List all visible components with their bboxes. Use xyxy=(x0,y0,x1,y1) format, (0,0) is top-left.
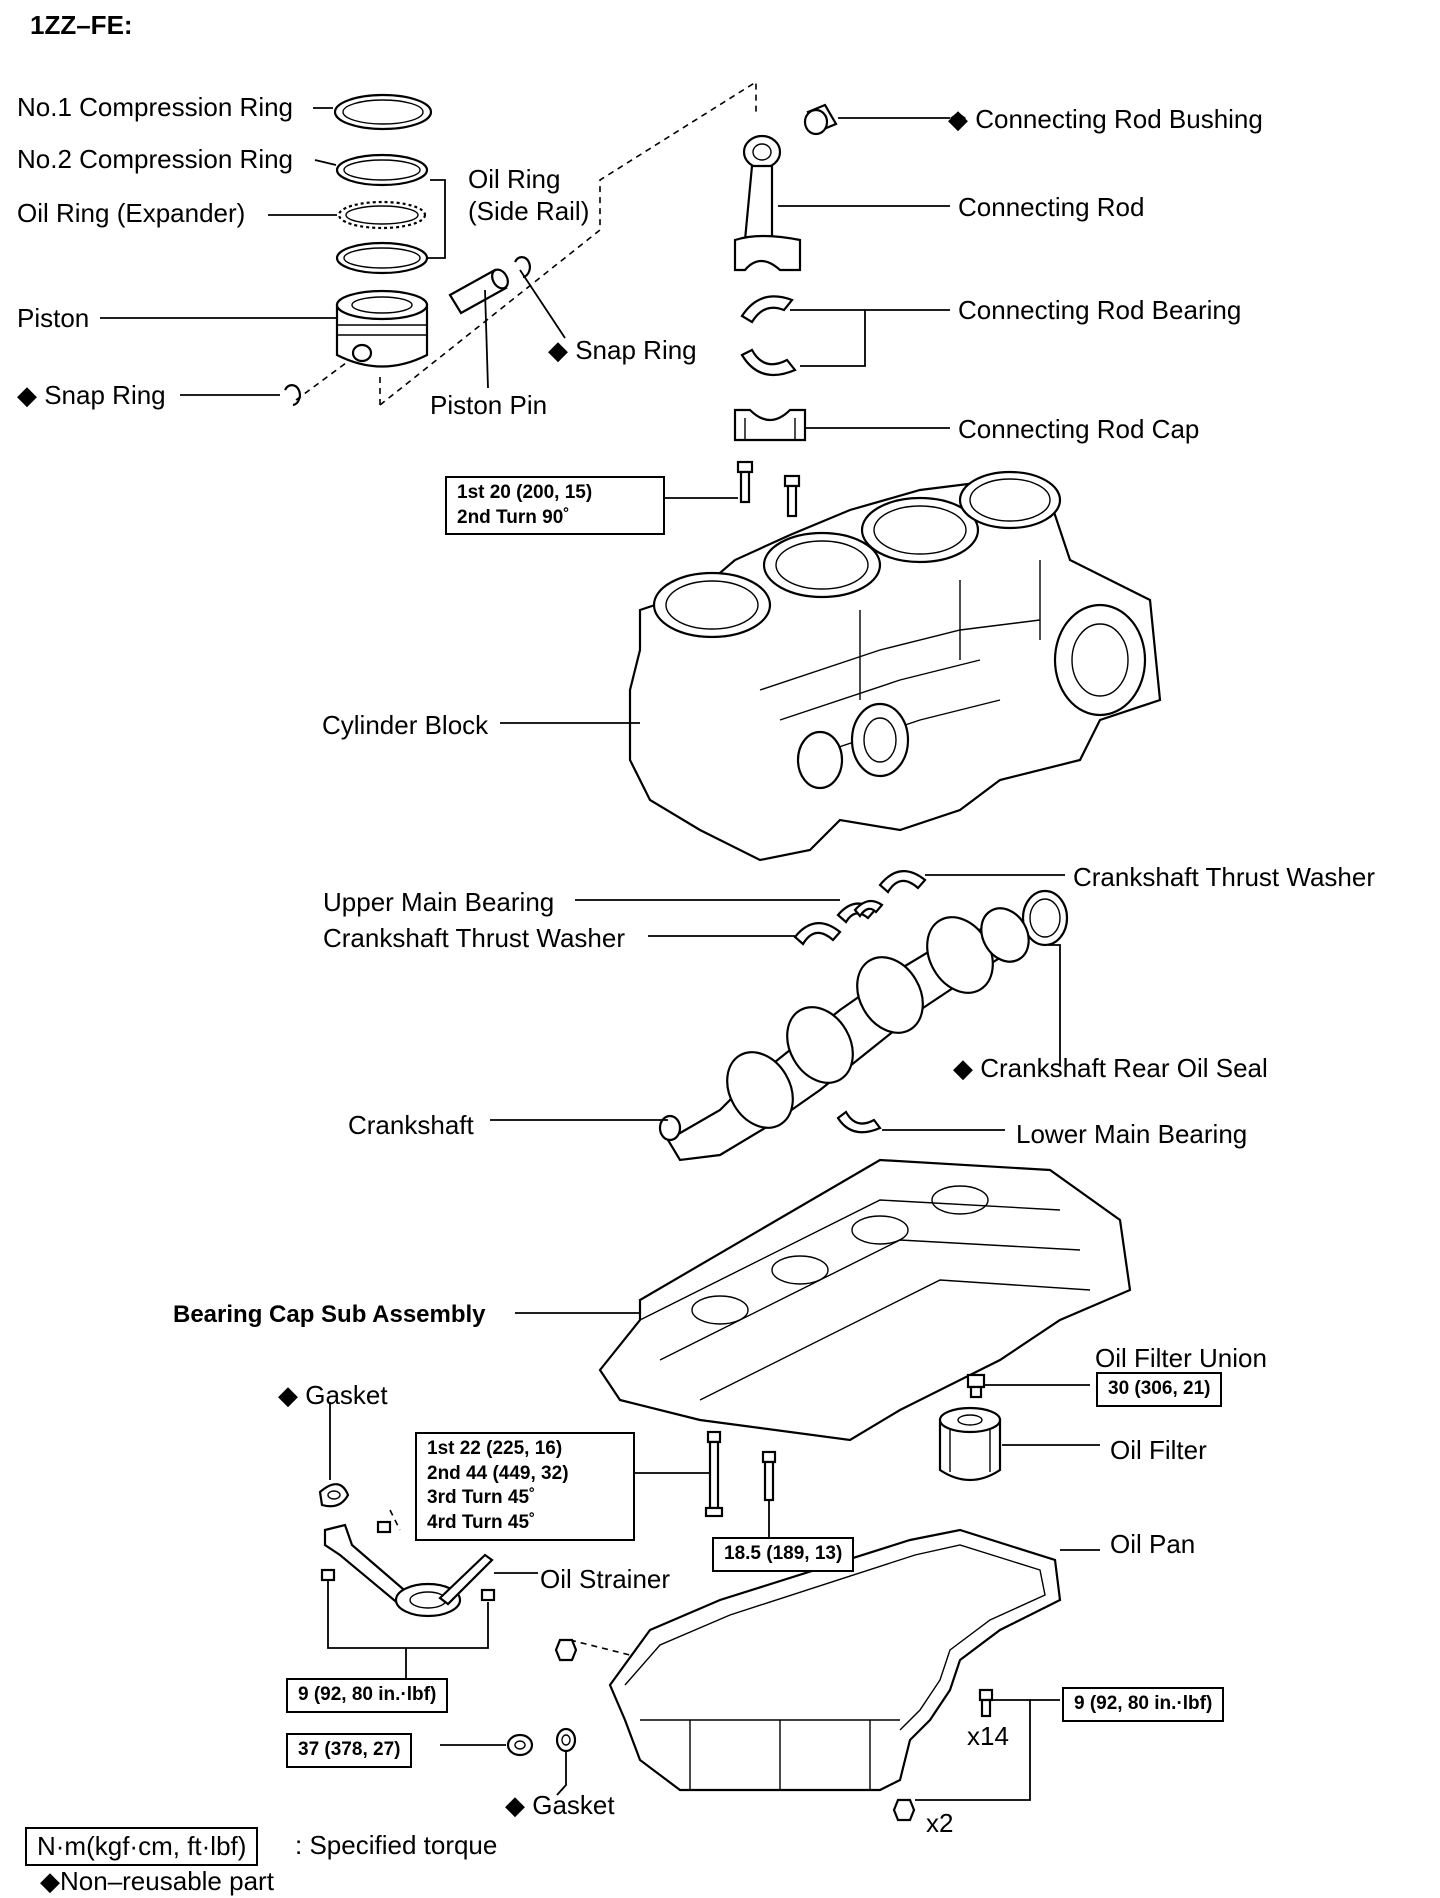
piston-pin xyxy=(448,268,509,315)
label-cylinder-block: Cylinder Block xyxy=(322,710,489,740)
oil-filter-union-part xyxy=(966,1373,986,1399)
torque-box-bearing-cap-small: 18.5 (189, 13) xyxy=(712,1537,855,1572)
connecting-rod-bearings xyxy=(740,295,797,377)
lower-main-bearing xyxy=(836,1110,882,1134)
label-x2: x2 xyxy=(926,1808,954,1838)
oil-strainer-part xyxy=(320,1520,496,1618)
label-piston: Piston xyxy=(17,303,90,333)
label-gasket-bottom: ◆ Gasket xyxy=(505,1790,615,1820)
label-thrust-washer-lower: Crankshaft Thrust Washer xyxy=(323,923,625,953)
crankshaft-part xyxy=(658,907,1030,1162)
label-thrust-washer-upper: Crankshaft Thrust Washer xyxy=(1073,862,1375,892)
gasket-top-part xyxy=(318,1483,350,1508)
conrod-bushing-part xyxy=(803,103,838,136)
thrust-washers xyxy=(793,870,927,946)
compression-ring-1 xyxy=(333,93,433,131)
snap-ring-right-part xyxy=(514,256,531,279)
label-oil-strainer: Oil Strainer xyxy=(540,1564,671,1594)
torque-bearing-cap-line-4: 4rd Turn 45˚ xyxy=(427,1512,536,1534)
legend-non-reusable: ◆Non–reusable part xyxy=(40,1866,274,1896)
drain-plug-part xyxy=(506,1733,534,1757)
legend-torque-desc: : Specified torque xyxy=(295,1830,498,1860)
legend-torque-unit: N·m(kgf·cm, ft·lbf) xyxy=(25,1827,259,1866)
label-conrod-bushing: ◆ Connecting Rod Bushing xyxy=(948,104,1263,134)
oil-filter-part xyxy=(938,1406,1002,1481)
cylinder-block xyxy=(628,470,1162,862)
torque-box-oil-filter-union: 30 (306, 21) xyxy=(1096,1372,1223,1407)
torque-bearing-cap-line-1: 1st 22 (225, 16) xyxy=(427,1438,563,1459)
gasket-bottom-part xyxy=(555,1727,577,1753)
crankshaft-rear-oil-seal xyxy=(1021,889,1069,947)
page-title: 1ZZ–FE: xyxy=(30,10,133,40)
upper-main-bearing xyxy=(836,899,884,924)
label-connecting-rod: Connecting Rod xyxy=(958,192,1145,222)
label-oil-filter: Oil Filter xyxy=(1110,1435,1207,1465)
label-oil-pan: Oil Pan xyxy=(1110,1529,1196,1559)
torque-box-oil-strainer: 9 (92, 80 in.·lbf) xyxy=(286,1678,449,1713)
label-piston-pin: Piston Pin xyxy=(430,390,548,420)
torque-box-bearing-cap: 1st 22 (225, 16) 2nd 44 (449, 32) 3rd Tu… xyxy=(415,1432,635,1541)
torque-box-drain-plug: 37 (378, 27) xyxy=(286,1733,413,1768)
conrod-bolts xyxy=(736,460,801,518)
oil-ring-expander xyxy=(337,200,427,230)
connecting-rod-cap xyxy=(733,408,807,442)
piston xyxy=(335,289,429,368)
oil-ring-side-rail xyxy=(335,241,429,275)
compression-ring-2 xyxy=(335,153,429,187)
label-oil-ring-side-rail-2: (Side Rail) xyxy=(468,196,590,226)
label-conrod-cap: Connecting Rod Cap xyxy=(958,414,1200,444)
label-compression-ring-1: No.1 Compression Ring xyxy=(17,92,294,122)
torque-box-oil-pan: 9 (92, 80 in.·lbf) xyxy=(1062,1687,1225,1722)
connecting-rod xyxy=(733,134,802,272)
label-crank-rear-oil-seal: ◆ Crankshaft Rear Oil Seal xyxy=(953,1053,1268,1083)
label-oil-filter-union: Oil Filter Union xyxy=(1095,1343,1267,1373)
bearing-cap-bolts xyxy=(704,1430,777,1518)
label-crankshaft: Crankshaft xyxy=(348,1110,474,1140)
torque-bearing-cap-line-2: 2nd 44 (449, 32) xyxy=(427,1462,569,1484)
oil-pan-bolts xyxy=(554,1638,994,1822)
label-lower-main-bearing: Lower Main Bearing xyxy=(1016,1119,1248,1149)
label-compression-ring-2: No.2 Compression Ring xyxy=(17,144,294,174)
torque-conrod-cap-line-1: 1st 20 (200, 15) xyxy=(457,482,593,503)
label-oil-ring-side-rail-1: Oil Ring xyxy=(468,164,561,194)
torque-conrod-cap-line-2: 2nd Turn 90˚ xyxy=(457,506,570,528)
torque-box-conrod-cap: 1st 20 (200, 15) 2nd Turn 90˚ xyxy=(445,476,665,536)
snap-ring-left-part xyxy=(284,384,301,407)
label-conrod-bearing: Connecting Rod Bearing xyxy=(958,295,1242,325)
label-snap-ring-left: ◆ Snap Ring xyxy=(17,380,166,410)
label-gasket-top: ◆ Gasket xyxy=(278,1380,388,1410)
label-oil-ring-expander: Oil Ring (Expander) xyxy=(17,198,246,228)
label-upper-main-bearing: Upper Main Bearing xyxy=(323,887,555,917)
label-x14: x14 xyxy=(967,1721,1009,1751)
bearing-cap-sub-assembly xyxy=(598,1158,1132,1442)
torque-bearing-cap-line-3: 3rd Turn 45˚ xyxy=(427,1487,536,1509)
label-snap-ring-right: ◆ Snap Ring xyxy=(548,335,697,365)
label-bearing-cap-sub-assembly: Bearing Cap Sub Assembly xyxy=(173,1301,486,1328)
oil-pan-part xyxy=(608,1528,1062,1792)
